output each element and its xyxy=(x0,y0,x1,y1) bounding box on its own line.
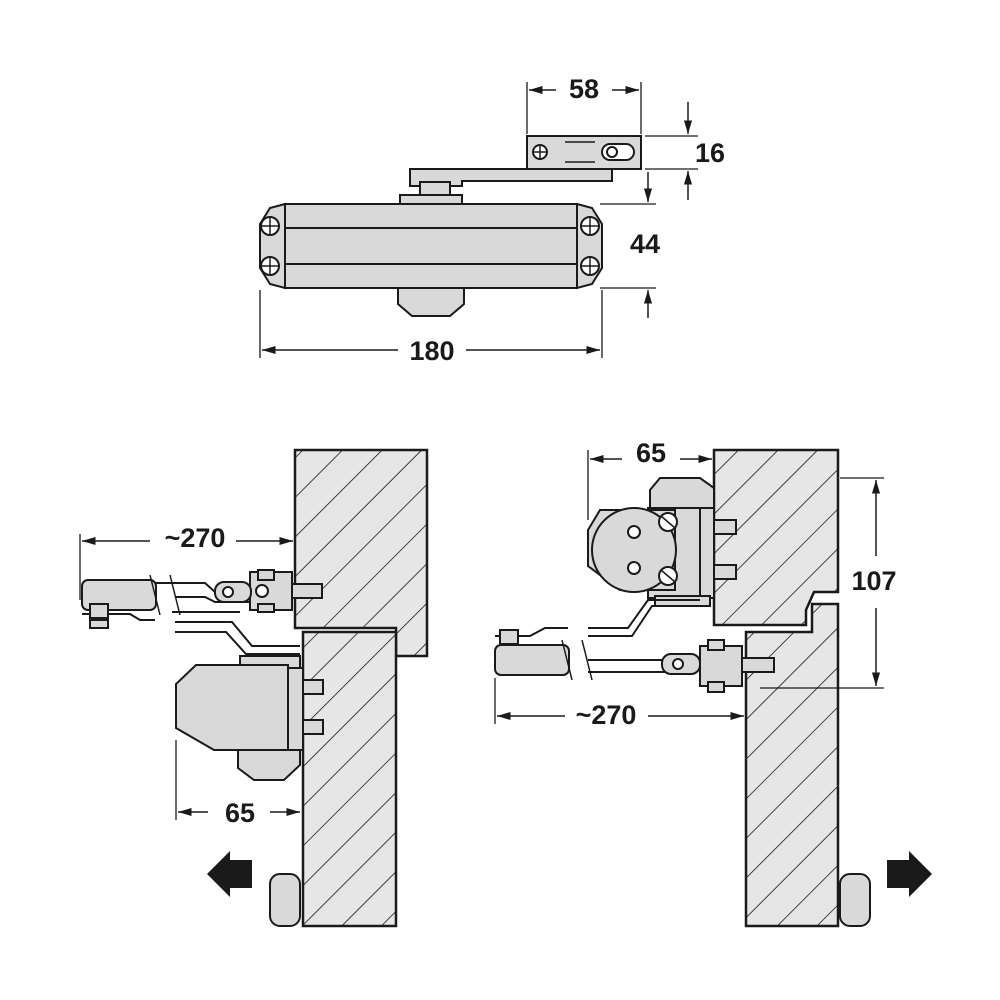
dim-left-arm-reach: ~270 xyxy=(165,523,226,553)
right-door-section xyxy=(744,602,840,928)
left-frame-section xyxy=(293,448,429,658)
left-installation-view: ~270 65 xyxy=(79,448,429,928)
closer-arm xyxy=(399,168,613,206)
left-closer-body xyxy=(175,655,324,781)
dim-body-height: 44 xyxy=(630,229,660,259)
closer-body xyxy=(259,202,603,317)
top-view: 58 16 44 180 xyxy=(259,74,725,366)
dim-arm-height: 16 xyxy=(695,138,725,168)
left-hinge xyxy=(269,873,301,927)
arrow-right-icon xyxy=(887,851,932,897)
left-door-section xyxy=(301,630,398,928)
dim-right-arm-reach: ~270 xyxy=(576,700,637,730)
right-closer-body xyxy=(587,477,737,607)
arm-bracket xyxy=(526,135,642,170)
dim-left-body-depth: 65 xyxy=(225,798,255,828)
right-frame-section xyxy=(712,448,840,627)
dim-arm-width: 58 xyxy=(569,74,599,104)
dim-right-height: 107 xyxy=(851,566,896,596)
dim-body-length: 180 xyxy=(409,336,454,366)
right-hinge xyxy=(839,873,871,927)
arrow-left-icon xyxy=(207,851,252,897)
right-installation-view: 65 107 ~270 xyxy=(494,438,932,928)
dim-right-body-depth: 65 xyxy=(636,438,666,468)
